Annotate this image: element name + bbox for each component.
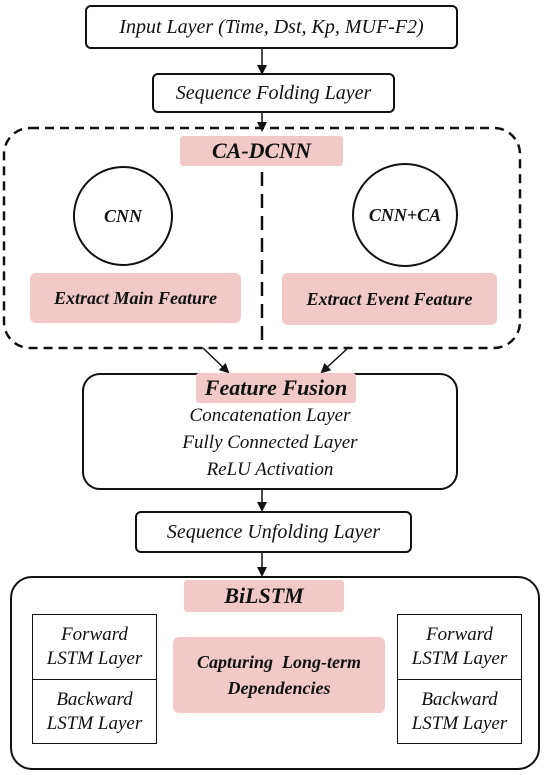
capturing-line-1: Capturing Long-term	[196, 652, 362, 672]
capturing-line-2: Dependencies	[227, 678, 331, 698]
sequence-unfolding-label: Sequence Unfolding Layer	[166, 520, 381, 543]
fusion-line-1: Concatenation Layer	[189, 405, 351, 426]
feature-fusion-title: Feature Fusion	[196, 373, 356, 403]
capturing-dependencies: Capturing Long-term Dependencies	[173, 637, 385, 713]
right-forward-lstm: Forward LSTM Layer	[398, 615, 521, 680]
right-backward-lstm: Backward LSTM Layer	[398, 680, 521, 744]
left-backward-lstm: Backward LSTM Layer	[33, 680, 156, 744]
cnn-ca-circle-label: CNN+CA	[368, 204, 442, 225]
left-lstm-stack: Forward LSTM Layer Backward LSTM Layer	[32, 614, 157, 744]
sequence-folding-box: Sequence Folding Layer	[152, 73, 395, 113]
fusion-line-3: ReLU Activation	[206, 459, 334, 480]
cadcnn-title-text: CA-DCNN	[211, 138, 311, 163]
extract-main-feature: Extract Main Feature	[30, 273, 241, 323]
left-backward-line-1: Backward	[56, 689, 133, 710]
left-forward-lstm: Forward LSTM Layer	[33, 615, 156, 680]
extract-event-feature: Extract Event Feature	[282, 273, 497, 325]
extract-event-feature-label: Extract Event Feature	[306, 288, 473, 309]
arrow-left-to-fusion	[202, 347, 230, 374]
left-forward-line-1: Forward	[61, 624, 128, 645]
right-lstm-stack: Forward LSTM Layer Backward LSTM Layer	[397, 614, 522, 744]
right-backward-line-2: LSTM Layer	[411, 713, 508, 734]
feature-fusion-title-text: Feature Fusion	[204, 375, 348, 400]
sequence-unfolding-box: Sequence Unfolding Layer	[135, 511, 412, 553]
extract-main-feature-label: Extract Main Feature	[53, 287, 218, 308]
right-forward-line-2: LSTM Layer	[411, 648, 508, 669]
bilstm-title: BiLSTM	[184, 580, 344, 612]
cnn-ca-circle: CNN+CA	[352, 163, 458, 267]
right-backward-line-1: Backward	[421, 689, 498, 710]
cadcnn-title: CA-DCNN	[180, 136, 343, 166]
left-backward-line-2: LSTM Layer	[46, 713, 143, 734]
sequence-folding-label: Sequence Folding Layer	[175, 81, 372, 104]
input-layer-label: Input Layer (Time, Dst, Kp, MUF-F2)	[119, 15, 424, 38]
cnn-circle: CNN	[73, 166, 173, 266]
arrow-right-to-fusion	[320, 347, 349, 374]
input-layer-box: Input Layer (Time, Dst, Kp, MUF-F2)	[85, 5, 458, 49]
right-forward-line-1: Forward	[426, 624, 493, 645]
left-forward-line-2: LSTM Layer	[46, 648, 143, 669]
bilstm-title-text: BiLSTM	[224, 583, 304, 608]
cnn-circle-label: CNN	[103, 205, 142, 226]
fusion-line-2: Fully Connected Layer	[182, 432, 358, 453]
